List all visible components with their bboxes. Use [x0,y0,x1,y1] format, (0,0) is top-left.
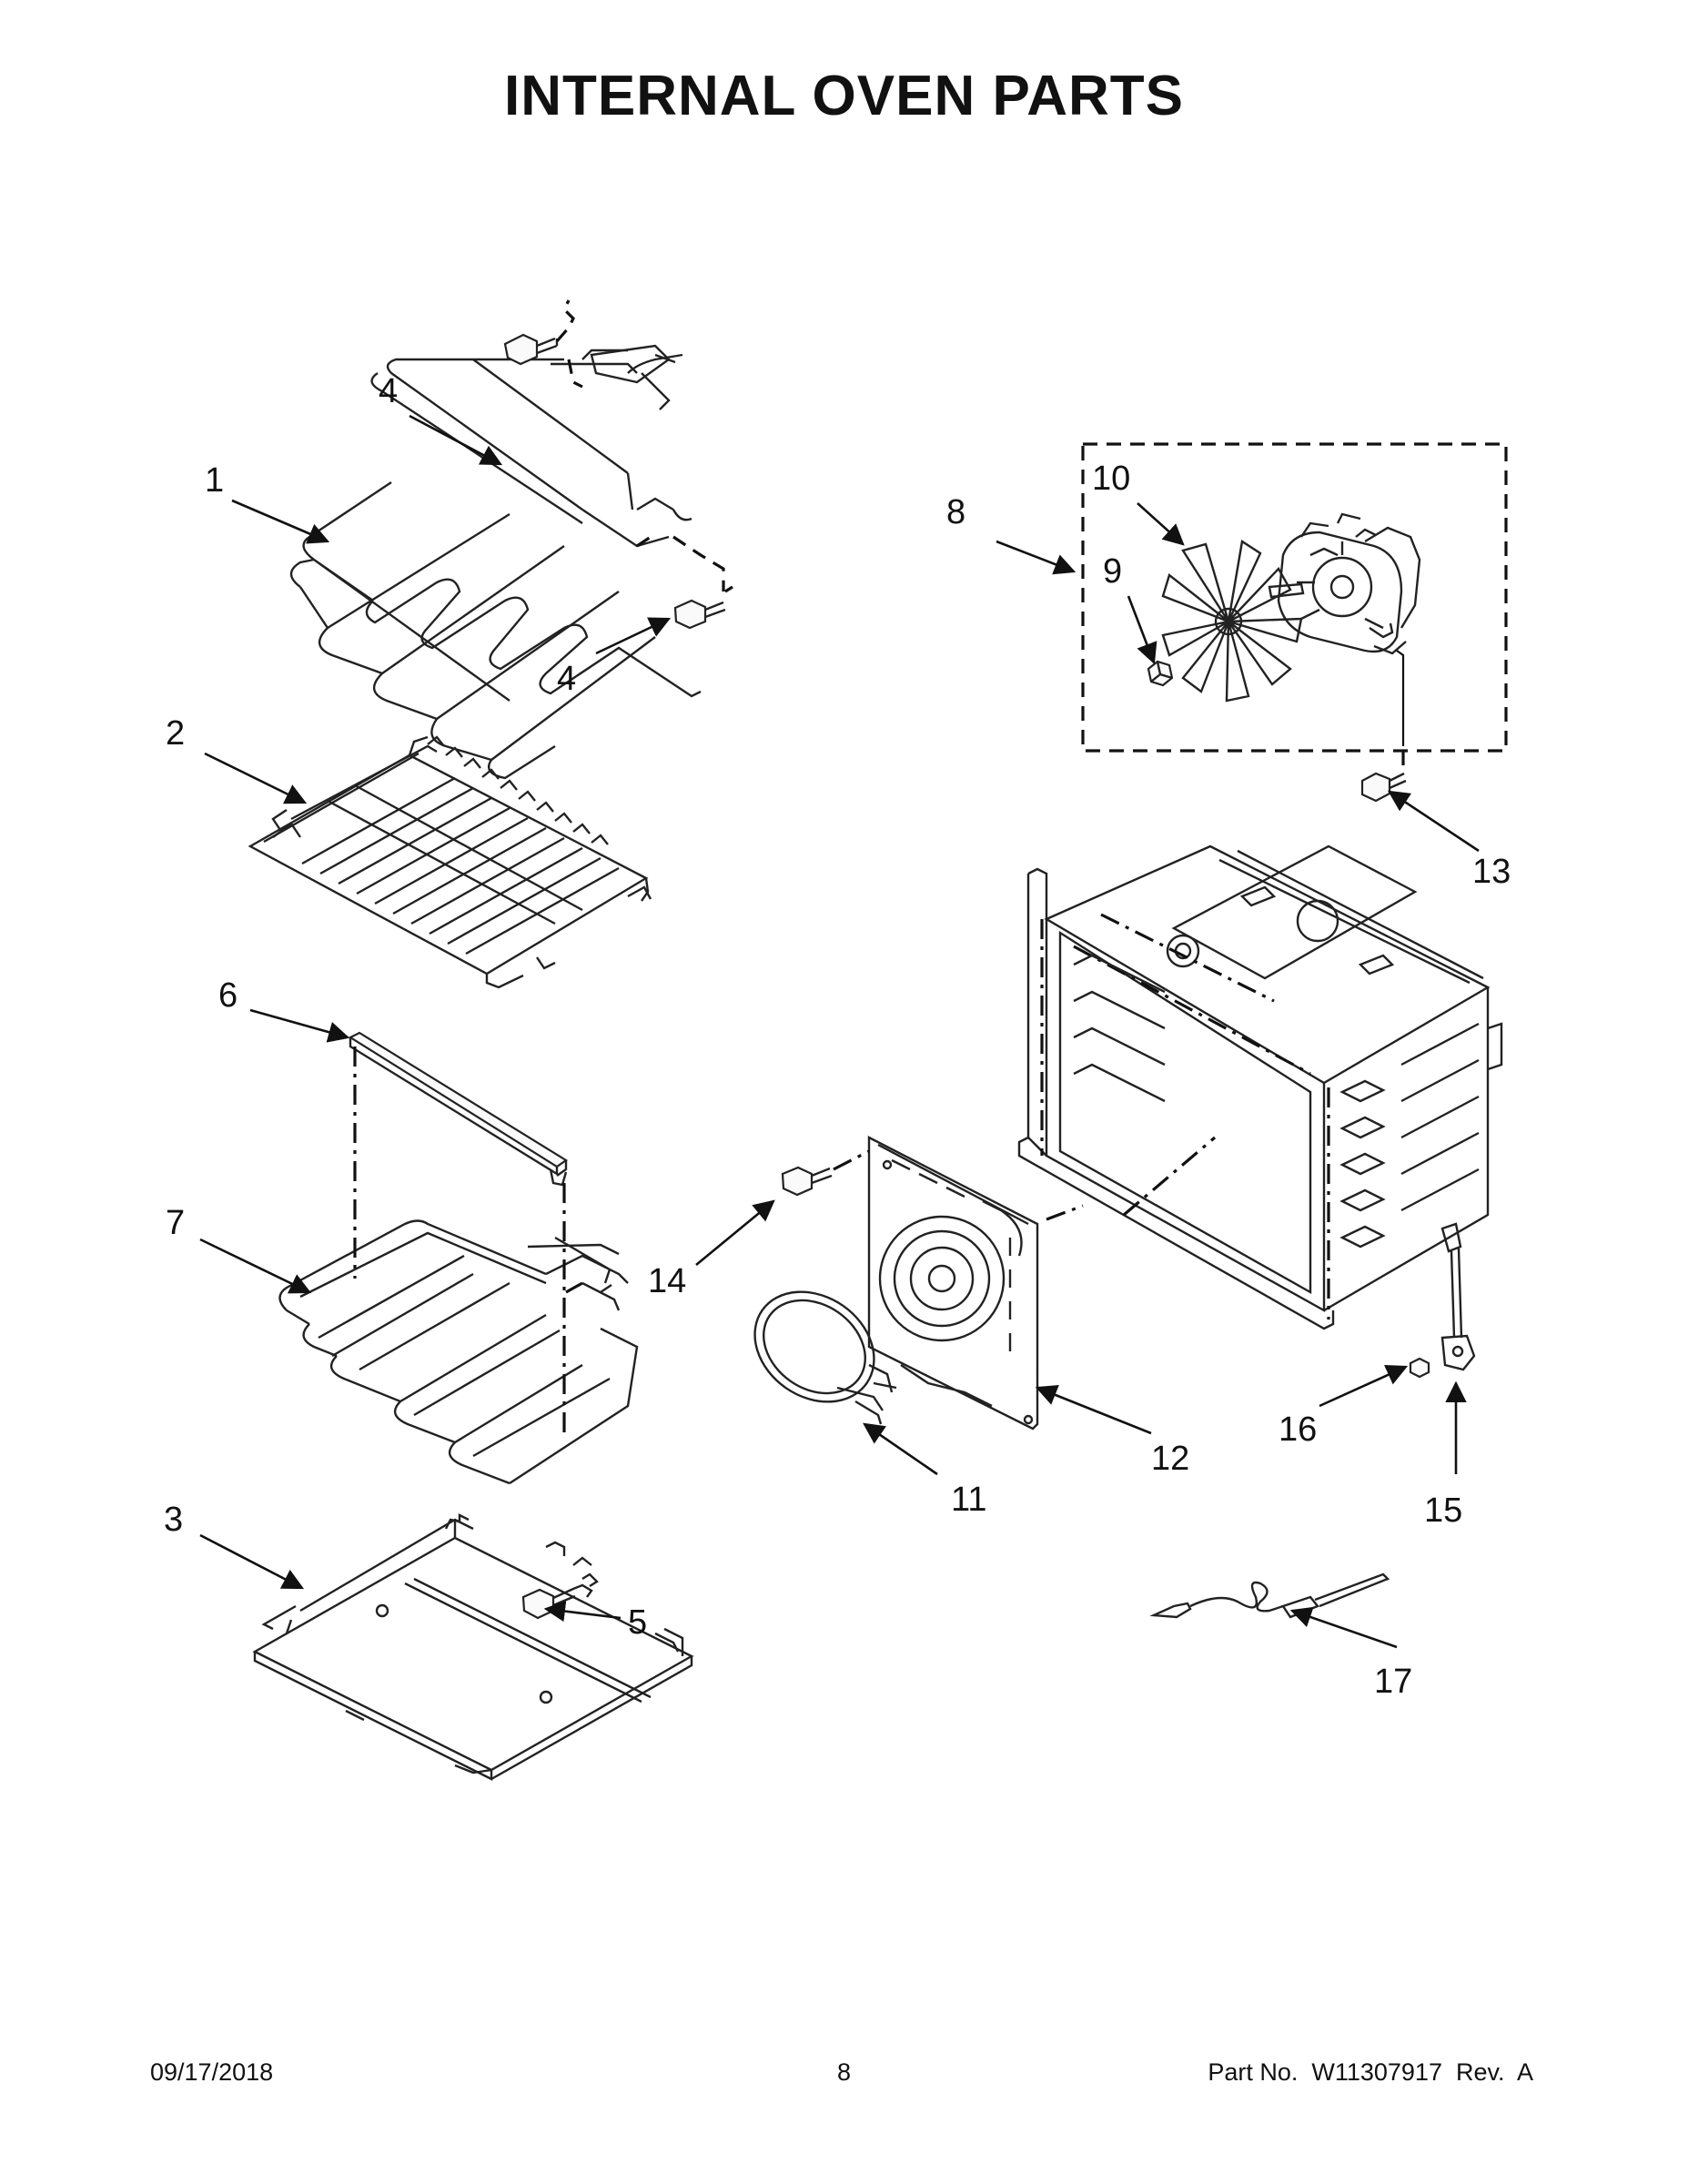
footer-part-number: Part No. W11307917 Rev. A [1208,2058,1533,2086]
convection-element-part-11[interactable] [733,1269,897,1425]
footer-page-number: 8 [836,2058,852,2086]
callout-6: 6 [218,976,238,1015]
shield-bar-part-6[interactable] [348,1031,569,1187]
page-title: INTERNAL OVEN PARTS [504,65,1184,127]
footer-date: 09/17/2018 [150,2058,274,2086]
callout-14: 14 [648,1262,686,1300]
bottom-cover-part-3[interactable] [252,1513,694,1781]
screw-part-16[interactable] [1409,1357,1430,1379]
callout-5: 5 [628,1603,647,1642]
fan-cover-part-12[interactable] [867,1136,1039,1431]
callout-9: 9 [1103,552,1122,591]
fan-assembly-group-part-8[interactable] [1081,442,1508,753]
oven-rack-part-2[interactable] [248,735,652,989]
oven-rack-supports [1040,919,1503,1320]
callout-4-top: 4 [379,372,398,410]
broil-element-part-1[interactable] [289,344,702,780]
temperature-sensor-part-15[interactable] [1440,1222,1476,1371]
callout-11: 11 [951,1481,986,1519]
fan-nut-part-9[interactable] [1147,660,1174,687]
callout-1: 1 [205,461,224,500]
screw-part-4-bottom[interactable] [673,599,726,630]
callout-7: 7 [166,1204,185,1242]
bake-element-part-7[interactable] [278,1219,639,1485]
callout-leaders [199,414,1480,1649]
callout-2: 2 [166,714,185,753]
convection-motor[interactable] [1268,512,1421,655]
callout-16: 16 [1279,1410,1317,1449]
screw-part-4-top[interactable] [503,333,559,366]
callout-8: 8 [946,493,965,531]
callout-13: 13 [1472,853,1511,891]
screw-part-14[interactable] [781,1166,833,1197]
callout-4-bottom: 4 [557,660,576,698]
fan-blade-part-10[interactable] [1161,539,1303,703]
callout-17: 17 [1374,1663,1412,1701]
callout-10: 10 [1092,460,1130,498]
callout-12: 12 [1151,1440,1189,1478]
callout-3: 3 [164,1501,183,1539]
callout-15: 15 [1424,1491,1462,1530]
oven-cavity [1017,844,1491,1330]
screw-part-13[interactable] [1360,772,1407,803]
meat-probe-part-17[interactable] [1149,1572,1390,1619]
